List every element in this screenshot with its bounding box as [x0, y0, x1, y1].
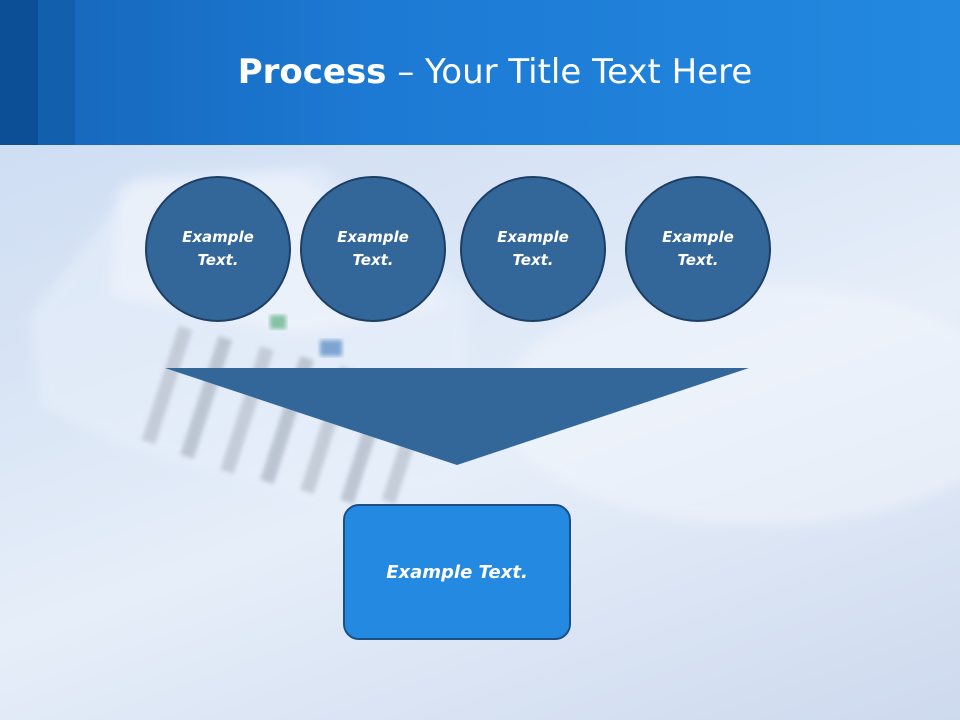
result-box[interactable]: Example Text. [343, 504, 571, 640]
funnel-triangle[interactable] [165, 368, 749, 465]
result-box-label: Example Text. [386, 561, 528, 583]
process-circle-4[interactable]: Example Text. [625, 176, 771, 322]
process-circle-label: Example Text. [182, 228, 254, 269]
process-circle-1[interactable]: Example Text. [145, 176, 291, 322]
header-accent-stripe [38, 0, 75, 145]
process-circle-3[interactable]: Example Text. [460, 176, 606, 322]
process-circle-label: Example Text. [662, 228, 734, 269]
process-circle-2[interactable]: Example Text. [300, 176, 446, 322]
process-circle-label: Example Text. [497, 228, 569, 269]
slide-title: Process – Your Title Text Here [0, 52, 960, 92]
slide-title-bold: Process [237, 52, 387, 92]
header-accent-stripe [0, 0, 38, 145]
title-bar: Process – Your Title Text Here [0, 0, 960, 145]
slide-title-rest: – Your Title Text Here [386, 52, 753, 92]
process-circle-label: Example Text. [337, 228, 409, 269]
